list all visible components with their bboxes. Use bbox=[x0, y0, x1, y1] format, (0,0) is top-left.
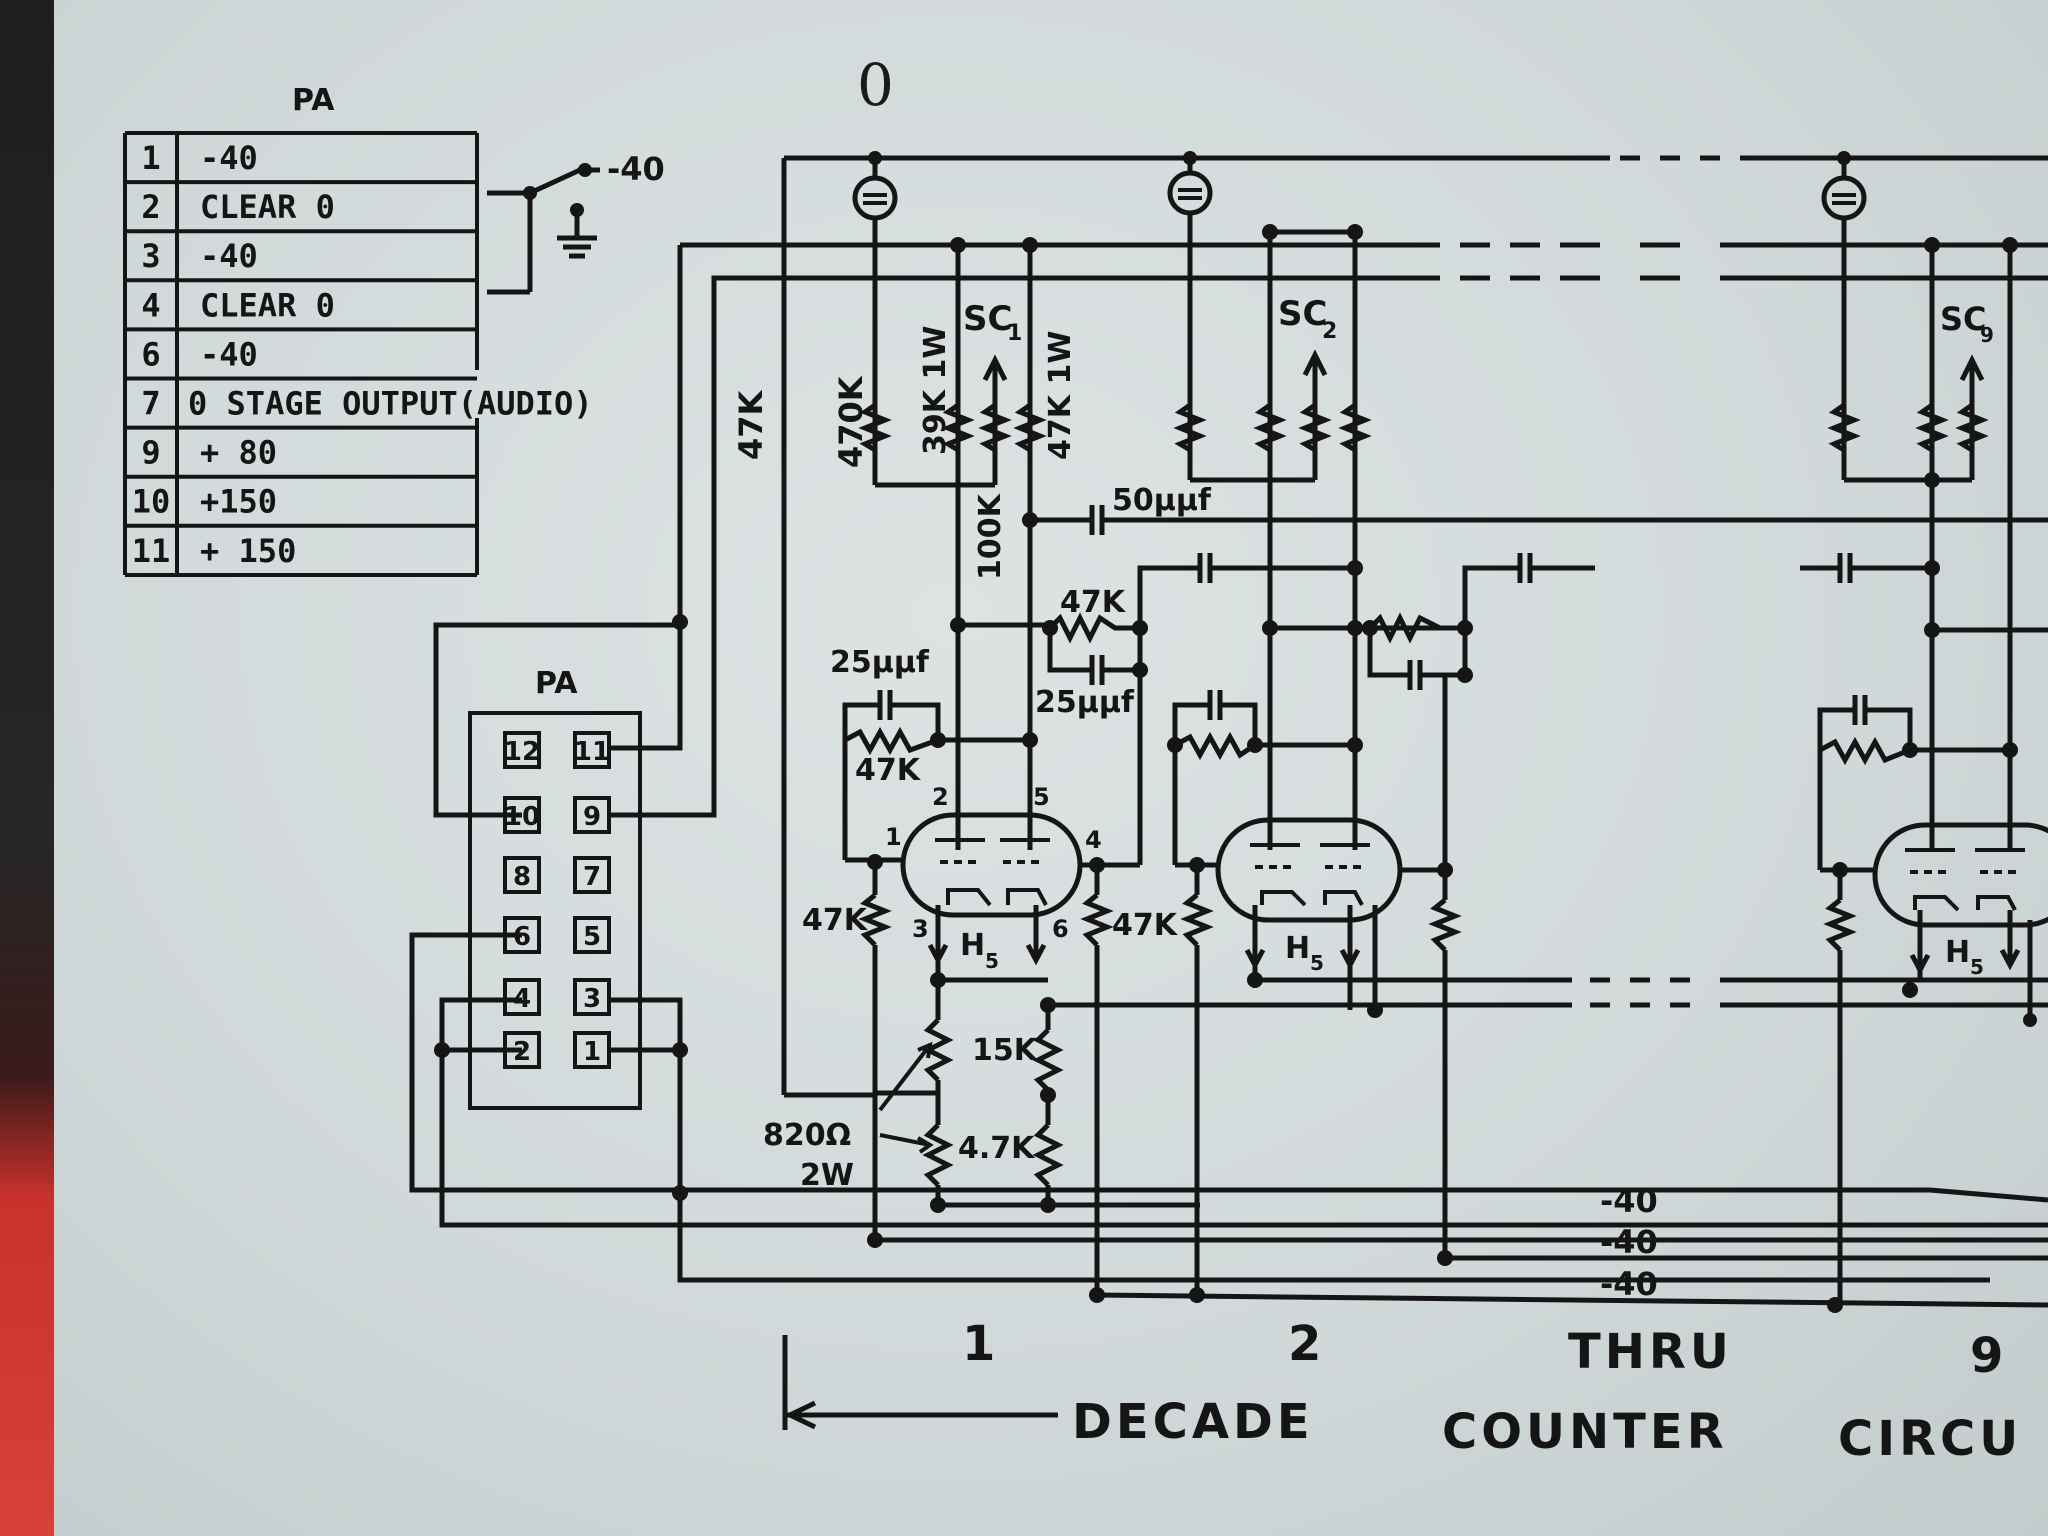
photo-left-edge bbox=[0, 0, 54, 1536]
pin-table-desc: -40 bbox=[200, 237, 258, 275]
label-pin6: 6 bbox=[1052, 915, 1069, 943]
label-c-25-b: 25µµf bbox=[1035, 685, 1135, 720]
label-h5-a-sub: 5 bbox=[985, 949, 999, 973]
pin-table-pin: 6 bbox=[141, 335, 160, 373]
pin-table-desc: +150 bbox=[200, 483, 277, 521]
connector-pin-box bbox=[573, 916, 611, 954]
pin-table-pin: 2 bbox=[141, 188, 160, 226]
label-r-47k-e: 47K bbox=[1112, 908, 1179, 943]
label-c-50: 50µµf bbox=[1112, 483, 1212, 518]
connector-pin-box bbox=[503, 731, 541, 769]
stage-1 bbox=[842, 151, 2048, 1303]
connector-pin-label: 8 bbox=[513, 862, 531, 892]
pin-table-pin: 11 bbox=[132, 532, 171, 570]
top-rails bbox=[677, 155, 2048, 1098]
label-r-47k-a: 47K bbox=[732, 389, 770, 460]
label-r-820: 820Ω bbox=[763, 1118, 851, 1153]
label-r-470k: 470K bbox=[832, 375, 870, 468]
connector-pin-box bbox=[573, 856, 611, 894]
connector-pin-box bbox=[503, 856, 541, 894]
stage-labels: 1 2 THRU 9 bbox=[962, 1316, 2003, 1384]
label-h5-b: H bbox=[1285, 931, 1310, 966]
connector-header: PA bbox=[535, 666, 578, 701]
label-pin4: 4 bbox=[1085, 826, 1102, 854]
footer-decade: DECADE bbox=[1072, 1394, 1314, 1450]
rail-label-1: -40 bbox=[1600, 1182, 1658, 1220]
pin-table-desc: 0 STAGE OUTPUT(AUDIO) bbox=[188, 385, 593, 423]
label-r-39k: 39K 1W bbox=[918, 326, 953, 455]
dashed-continuation bbox=[1590, 553, 2048, 1008]
connector-pin-box bbox=[573, 1031, 611, 1069]
label-pin1: 1 bbox=[885, 823, 902, 851]
label-r-100k: 100K bbox=[973, 492, 1008, 580]
connector-pin-label: 5 bbox=[583, 922, 601, 952]
label-r-47k-c: 47K bbox=[855, 753, 922, 788]
pin-table-desc: + 150 bbox=[200, 532, 296, 570]
pin-table-pin: 4 bbox=[141, 286, 160, 324]
switch-label: -40 bbox=[607, 150, 665, 188]
bottom-rails bbox=[875, 1187, 2048, 1308]
footer-circuit: CIRCU bbox=[1838, 1411, 2022, 1467]
label-sc1: SC bbox=[963, 299, 1012, 339]
label-h5-c-sub: 5 bbox=[1970, 955, 1984, 979]
label-r-47k-1w: 47K 1W bbox=[1043, 331, 1078, 460]
label-sc9-sub: 9 bbox=[1980, 323, 1994, 347]
label-sc2: SC bbox=[1278, 294, 1327, 334]
stage-label-9: 9 bbox=[1970, 1328, 2003, 1384]
switch-to-minus40: -40 bbox=[487, 150, 665, 295]
connector-pin-label: 11 bbox=[574, 737, 610, 767]
label-r-47k-b: 47K bbox=[1060, 585, 1127, 620]
pin-table-desc: CLEAR 0 bbox=[200, 286, 335, 324]
pin-table-desc: -40 bbox=[200, 139, 258, 177]
stage-2 bbox=[1048, 151, 1595, 1303]
label-r-820-w: 2W bbox=[800, 1158, 854, 1193]
label-h5-c: H bbox=[1945, 935, 1970, 970]
label-sc1-sub: 1 bbox=[1007, 321, 1022, 346]
pin-table-desc: -40 bbox=[200, 335, 258, 373]
pin-table-desc: CLEAR 0 bbox=[200, 188, 335, 226]
label-h5-a: H bbox=[960, 928, 985, 963]
footer-caption: DECADE COUNTER CIRCU bbox=[782, 1335, 2022, 1467]
stage-9 bbox=[1817, 151, 2048, 1313]
handwritten-mark: 0 bbox=[857, 51, 894, 119]
pin-table-pin: 1 bbox=[141, 139, 160, 177]
pin-table-pin: 10 bbox=[132, 483, 171, 521]
connector-pin-label: 1 bbox=[583, 1037, 601, 1067]
label-r-15k: 15K bbox=[972, 1033, 1039, 1068]
footer-counter: COUNTER bbox=[1442, 1404, 1728, 1460]
label-sc2-sub: 2 bbox=[1322, 319, 1337, 344]
pin-table-pin: 7 bbox=[141, 385, 160, 423]
connector-pin-box bbox=[573, 796, 611, 834]
connector-pin-label: 9 bbox=[583, 802, 601, 832]
connector-pin-label: 3 bbox=[583, 984, 601, 1014]
rail-label-2: -40 bbox=[1600, 1223, 1658, 1261]
label-pin5: 5 bbox=[1033, 783, 1050, 811]
rail-labels: -40 -40 -40 bbox=[1600, 1182, 1658, 1303]
rail-label-3: -40 bbox=[1600, 1265, 1658, 1303]
pin-table-pin: 3 bbox=[141, 237, 160, 275]
label-r-47k-d: 47K bbox=[802, 903, 869, 938]
label-pin2: 2 bbox=[932, 783, 949, 811]
connector-pin-label: 12 bbox=[504, 737, 540, 767]
label-r-4-7k: 4.7K bbox=[958, 1131, 1036, 1166]
connector-pin-box bbox=[573, 731, 611, 769]
stage-label-2: 2 bbox=[1288, 1316, 1321, 1372]
label-c-25-a: 25µµf bbox=[830, 645, 930, 680]
stage-label-thru: THRU bbox=[1568, 1324, 1733, 1380]
connector-pin-box bbox=[573, 978, 611, 1016]
pin-table-desc: + 80 bbox=[200, 434, 277, 472]
connector-pin-box bbox=[503, 978, 541, 1016]
connector-pin-label: 7 bbox=[583, 862, 601, 892]
component-labels: 47K 470K 39K 1W SC 1 47K 1W SC 2 SC 9 50… bbox=[732, 294, 1994, 1193]
pin-table-pin: 9 bbox=[141, 434, 160, 472]
stage-label-1: 1 bbox=[962, 1316, 995, 1372]
label-h5-b-sub: 5 bbox=[1310, 951, 1324, 975]
label-sc9: SC bbox=[1940, 300, 1987, 338]
label-pin3: 3 bbox=[912, 915, 929, 943]
pin-table-header: PA bbox=[292, 83, 335, 118]
